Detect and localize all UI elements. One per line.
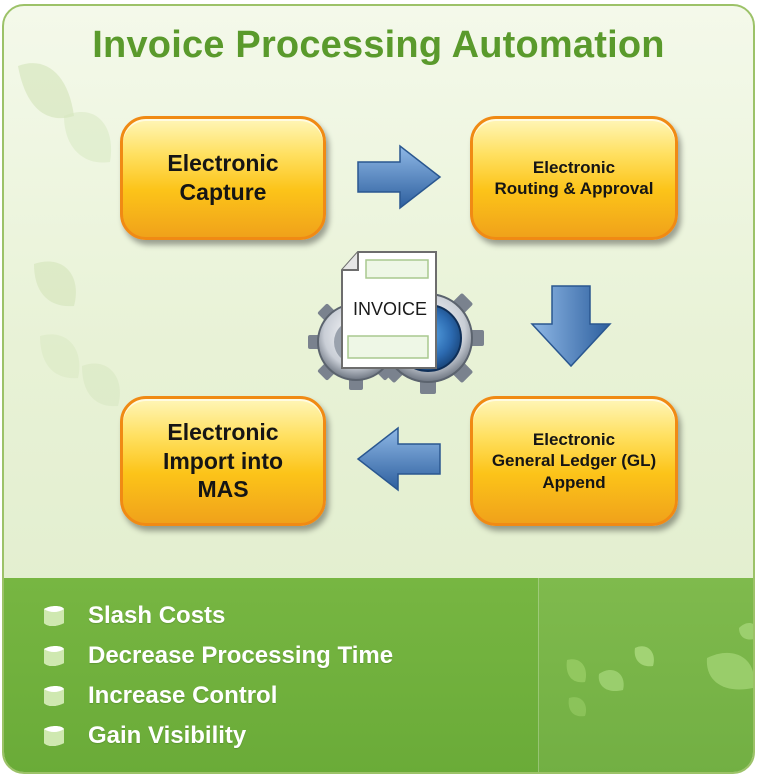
list-item: Gain Visibility xyxy=(42,716,393,756)
leaf-bullet-icon xyxy=(44,726,64,746)
leaf-bullet-icon xyxy=(44,606,64,626)
list-item: Slash Costs xyxy=(42,596,393,636)
benefit-text: Slash Costs xyxy=(88,602,226,629)
invoice-document-icon xyxy=(341,251,437,369)
diagram-card: Invoice Processing Automation Electronic… xyxy=(2,4,755,774)
benefits-list: Slash Costs Decrease Processing Time Inc… xyxy=(42,596,393,756)
background-leaves xyxy=(18,63,120,407)
benefits-panel: Slash Costs Decrease Processing Time Inc… xyxy=(4,578,753,772)
arrow-down-icon xyxy=(530,285,612,368)
arrow-left-icon xyxy=(356,426,441,492)
leaf-bullet-icon xyxy=(44,646,64,666)
step-routing-approval: Electronic Routing & Approval xyxy=(470,116,678,240)
step-electronic-capture: Electronic Capture xyxy=(120,116,326,240)
leaf-bullet-icon xyxy=(44,686,64,706)
step-label-capture: Electronic Capture xyxy=(167,150,279,205)
page-title: Invoice Processing Automation xyxy=(92,24,665,66)
list-item: Decrease Processing Time xyxy=(42,636,393,676)
invoice-label: INVOICE xyxy=(352,299,427,319)
step-label-gl: Electronic General Ledger (GL) Append xyxy=(491,430,657,492)
benefit-text: Gain Visibility xyxy=(88,722,247,749)
step-import-mas: Electronic Import into MAS xyxy=(120,396,326,526)
list-item: Increase Control xyxy=(42,676,393,716)
decorative-leaf-panel xyxy=(538,578,753,772)
benefit-text: Decrease Processing Time xyxy=(88,642,394,669)
step-label-routing: Electronic Routing & Approval xyxy=(494,157,654,198)
leaves-icon xyxy=(566,623,753,717)
step-gl-append: Electronic General Ledger (GL) Append xyxy=(470,396,678,526)
arrow-right-icon xyxy=(357,144,442,210)
benefit-text: Increase Control xyxy=(88,682,278,709)
step-label-import: Electronic Import into MAS xyxy=(162,418,284,503)
